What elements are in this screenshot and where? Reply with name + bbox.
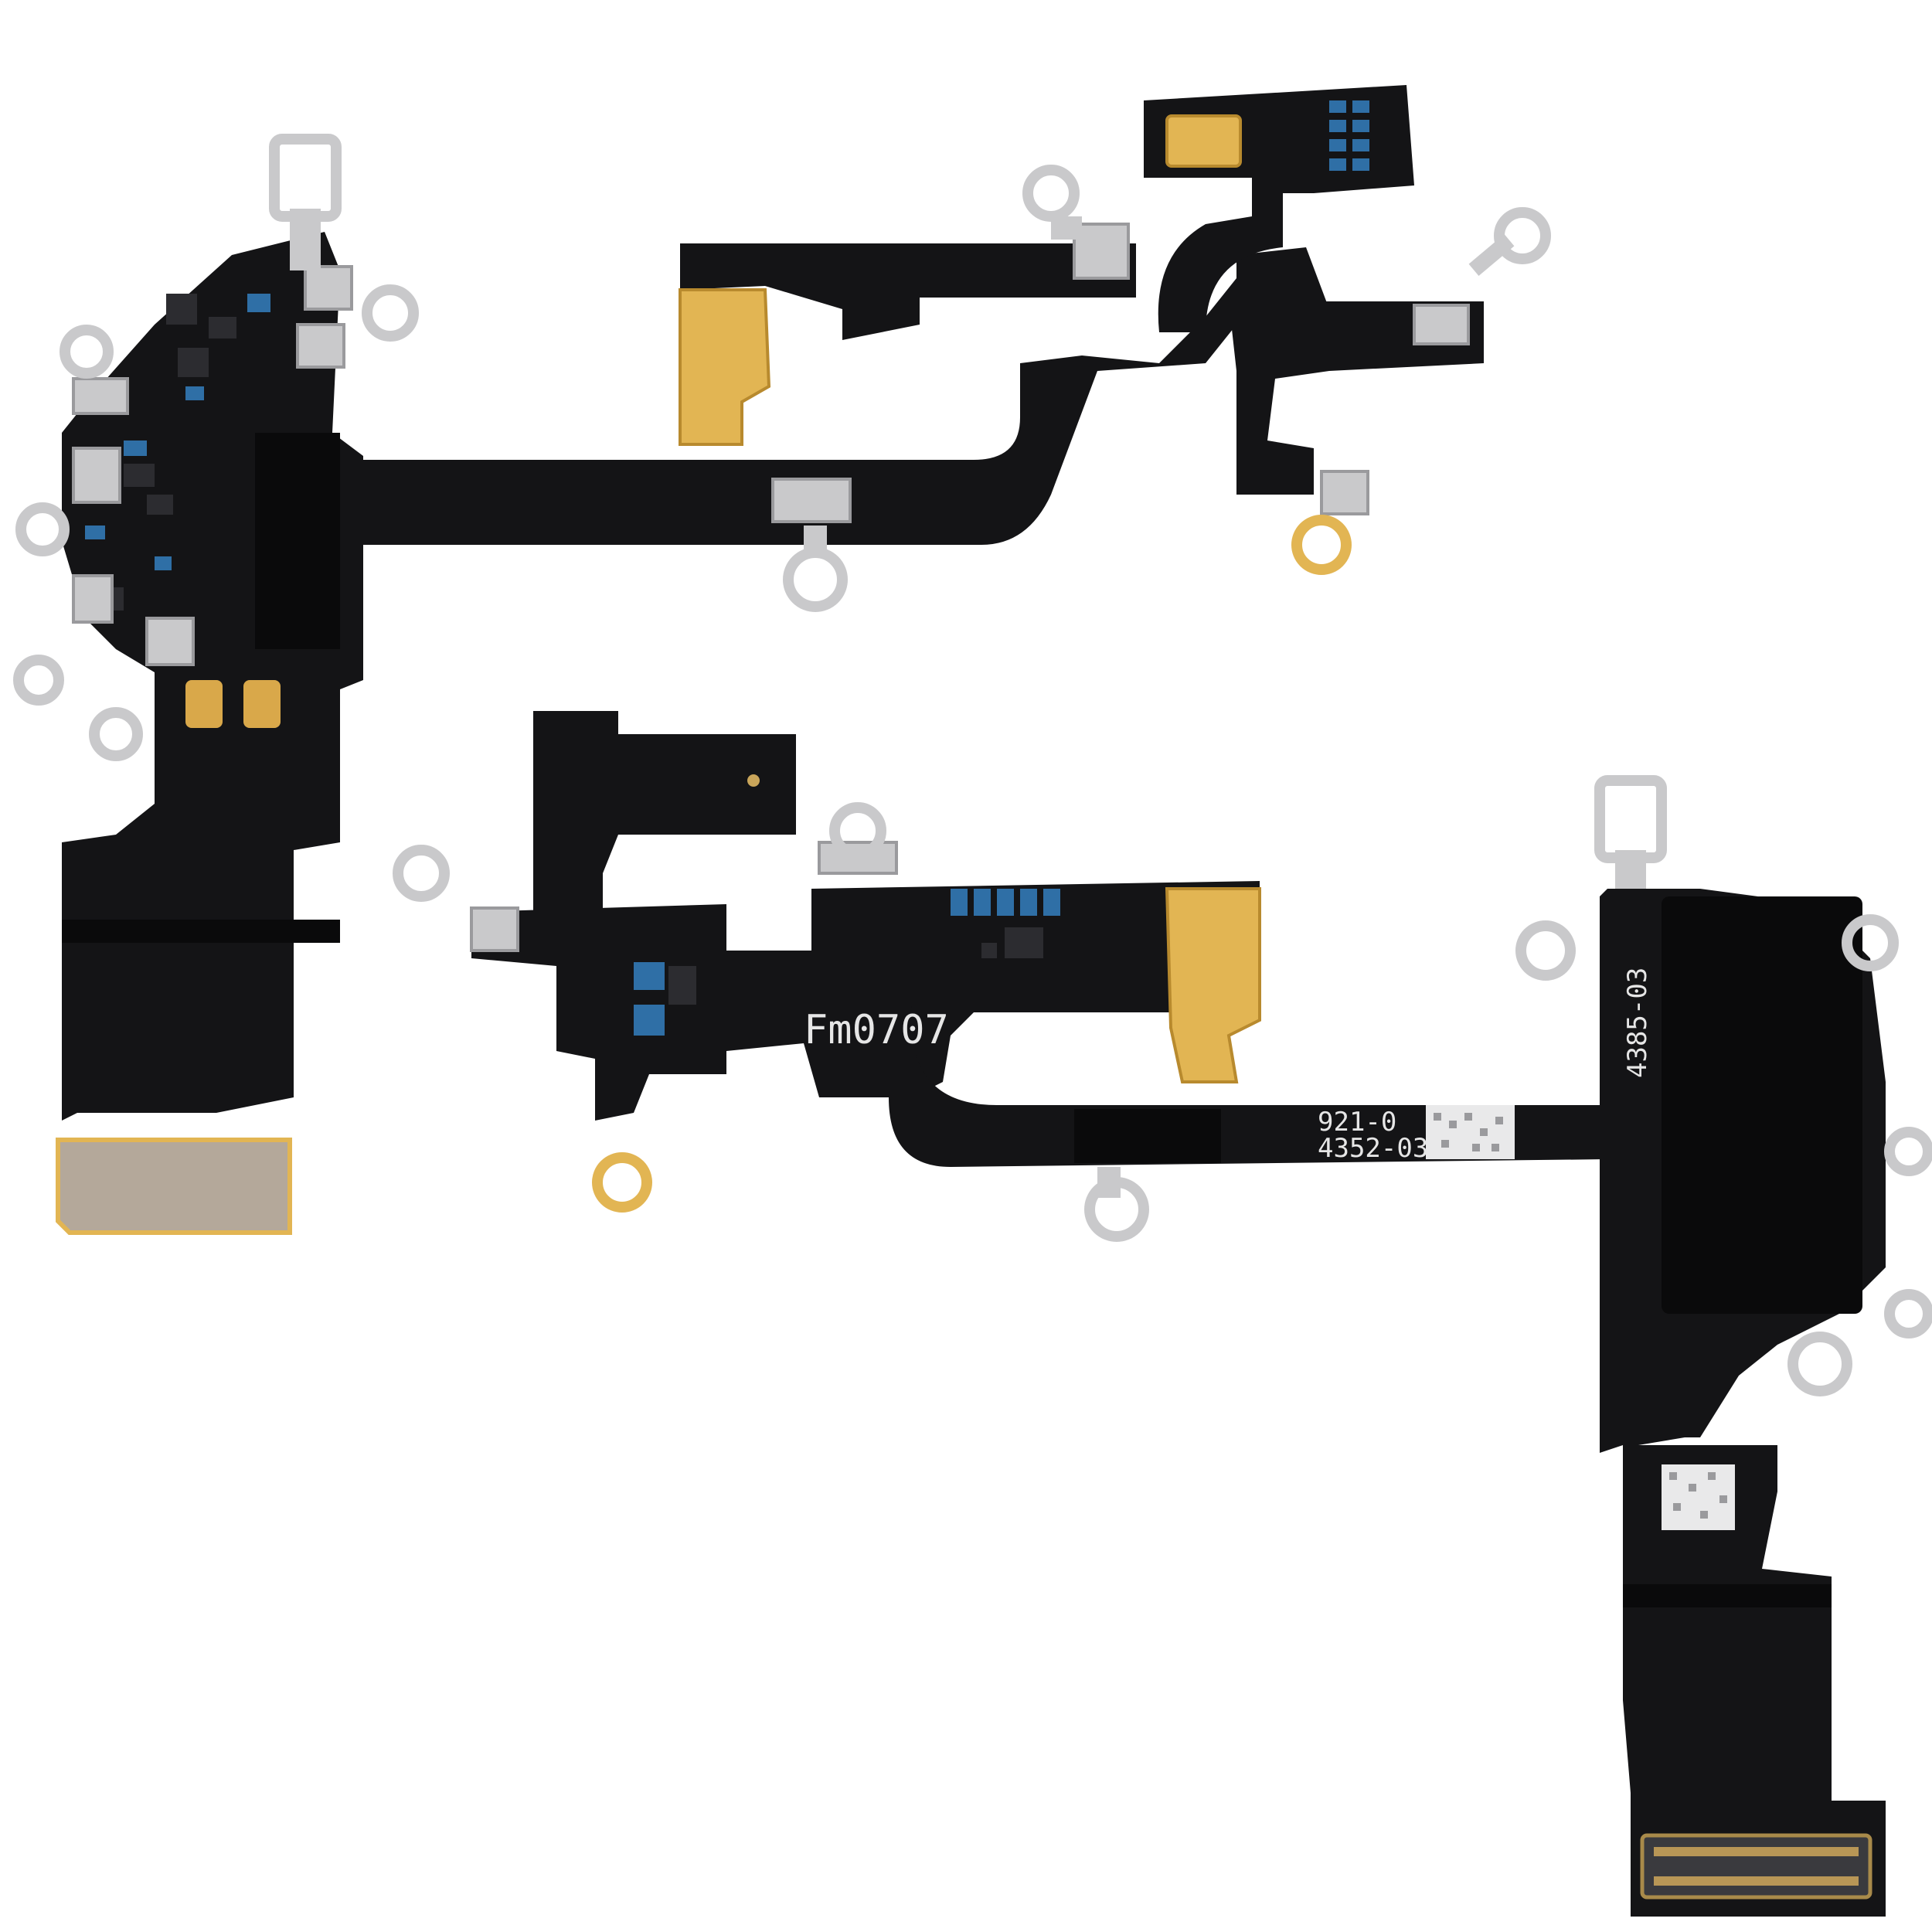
lower-top-pad (533, 711, 796, 912)
datamatrix-pattern (1434, 1113, 1727, 1519)
upper-flex-cable (13, 85, 1551, 1235)
b2b-connector (1640, 1833, 1872, 1900)
lower-center-board (726, 881, 1260, 1097)
part-number-line2: 4352-03 (1318, 1133, 1428, 1164)
lower-tail (1623, 1445, 1886, 1917)
upper-mic-riser (1158, 178, 1283, 332)
lower-tail-shade (1623, 1584, 1832, 1607)
b2b-connector-pins (1654, 1847, 1859, 1886)
upper-tail-shade (62, 920, 340, 943)
upper-tail (62, 672, 340, 1121)
lower-ring-necks (835, 850, 1646, 1198)
upper-gold-tab (679, 288, 771, 446)
lower-gold-ring (592, 1152, 652, 1213)
upper-steel-tabs (72, 223, 1470, 666)
upper-gold-pad-2 (243, 680, 281, 728)
upper-gold-branch (680, 243, 1136, 340)
lower-left-arm (471, 904, 726, 1121)
lower-flex-cable: Fm0707 921-0 4352-03 4385-03 (393, 711, 1932, 1917)
upper-connector-stiffener (56, 1138, 292, 1235)
lower-steel-rings (393, 775, 1932, 1396)
lower-top-pad-dot (747, 774, 760, 787)
microphone-gold (1165, 114, 1242, 168)
upper-trace-arm (348, 247, 1329, 545)
lower-right-shade (1662, 896, 1862, 1314)
upper-gold-pad-1 (185, 680, 223, 728)
lower-arm-shade (1074, 1109, 1221, 1163)
upper-right-branch (1229, 301, 1484, 495)
lower-board-components (634, 889, 1060, 1036)
mic-contact-grid (1329, 100, 1369, 171)
vertical-code-label: 4385-03 (1622, 968, 1653, 1078)
lower-gold-tab (1165, 887, 1261, 1083)
upper-ring-necks (290, 209, 1515, 556)
part-number-line1: 921-0 (1318, 1107, 1396, 1138)
fm-code-label: Fm0707 (804, 1007, 949, 1053)
upper-gold-ring (1291, 515, 1352, 575)
upper-board-components (85, 294, 340, 649)
